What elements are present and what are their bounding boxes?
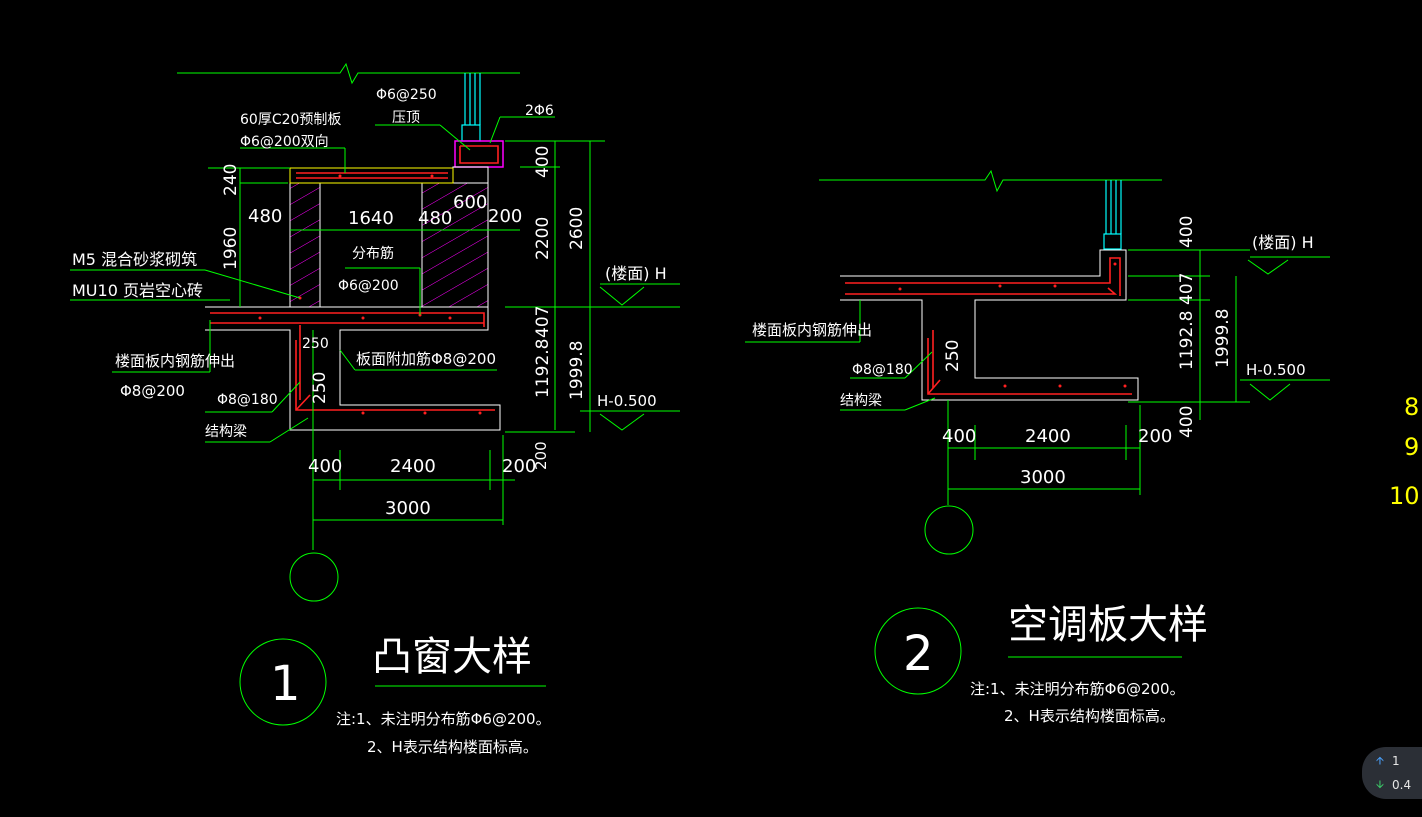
rebars (845, 257, 1132, 395)
label-beam-bar: Φ8@180 (852, 362, 913, 378)
label-masonry-mortar: M5 混合砂浆砌筑 (72, 250, 197, 269)
detail-2-ac-slab: 楼面板内钢筋伸出 Φ8@180 结构梁 (楼面) H H-0.500 400 4… (745, 169, 1330, 725)
masonry-wall-left (289, 182, 321, 308)
dim-240: 240 (221, 164, 241, 196)
detail-number-circle (239, 638, 327, 726)
note-line-2: 2、H表示结构楼面标高。 (367, 738, 538, 756)
dim-400: 400 (533, 146, 553, 178)
dim-480-b: 480 (418, 208, 452, 229)
detail-title: 凸窗大样 (372, 634, 532, 680)
axis-bubble (924, 505, 974, 555)
dim-1192: 1192.8 (533, 339, 553, 398)
dim-400-h: 400 (942, 426, 976, 447)
edge-number-10: 10 (1389, 482, 1420, 510)
download-value: 0.4 (1392, 778, 1412, 792)
label-floor: (楼面) H (1252, 233, 1314, 252)
dim-1192: 1192.8 (1177, 311, 1197, 370)
dim-200-b: 200 (502, 456, 536, 477)
label-struct-beam: 结构梁 (840, 393, 882, 409)
label-floor: (楼面) H (605, 264, 667, 283)
detail-number: 2 (903, 626, 934, 682)
dim-480-a: 480 (248, 206, 282, 227)
label-level: H-0.500 (597, 392, 657, 410)
dim-250-a: 250 (302, 336, 329, 352)
detail-title: 空调板大样 (1008, 602, 1208, 648)
rebars (210, 145, 499, 411)
rebar-dots (258, 174, 482, 415)
dim-1640: 1640 (348, 208, 394, 229)
dim-200-a: 200 (488, 206, 522, 227)
dim-400-b: 400 (1177, 406, 1197, 438)
dim-200: 200 (1138, 426, 1172, 447)
label-beam-bar: Φ8@180 (217, 392, 278, 408)
label-precast-slab: 60厚C20预制板 (240, 112, 341, 128)
label-masonry-brick: MU10 页岩空心砖 (72, 281, 203, 300)
label-top-bars: 2Φ6 (525, 103, 554, 119)
dimension-lines (745, 249, 1330, 505)
precast-slab (289, 167, 454, 184)
label-level: H-0.500 (1246, 361, 1306, 379)
detail-number: 1 (270, 656, 301, 712)
label-precast-rebar: Φ6@200双向 (240, 134, 329, 150)
label-slab-bar-ext: 楼面板内钢筋伸出 (752, 321, 872, 339)
edge-number-8: 8 (1404, 393, 1419, 421)
note-line-2: 2、H表示结构楼面标高。 (1004, 707, 1175, 725)
window-frame (1103, 180, 1122, 250)
break-line (819, 169, 1162, 193)
slab-outline (205, 306, 501, 431)
label-extra-bar: 板面附加筋Φ8@200 (356, 350, 496, 368)
label-struct-beam: 结构梁 (205, 424, 247, 440)
upload-row: 🡩 1 (1362, 751, 1422, 771)
edge-numbers: 8 9 10 (1389, 393, 1420, 510)
dim-1960: 1960 (221, 227, 241, 270)
download-row: 🡫 0.4 (1362, 775, 1422, 795)
dim-600: 600 (453, 192, 487, 213)
network-speed-widget: 🡩 1 🡫 0.4 (1362, 747, 1422, 799)
download-arrow-icon: 🡫 (1376, 778, 1384, 791)
detail-number-circle (874, 607, 962, 695)
dimension-lines (70, 116, 680, 550)
dim-1999: 1999.8 (1213, 309, 1233, 368)
label-top: 压顶 (392, 110, 420, 126)
dim-250: 250 (943, 340, 963, 372)
label-slab-bar-spec: Φ8@200 (120, 382, 185, 400)
upload-arrow-icon: 🡩 (1376, 754, 1384, 767)
dim-407: 407 (1177, 273, 1197, 305)
dim-3000: 3000 (385, 498, 431, 519)
dim-2400: 2400 (1025, 426, 1071, 447)
dim-1999: 1999.8 (567, 341, 587, 400)
note-line-1: 注:1、未注明分布筋Φ6@200。 (970, 680, 1185, 698)
detail-1-bay-window: 60厚C20预制板 Φ6@200双向 Φ6@250 压顶 2Φ6 M5 混合砂浆… (70, 62, 680, 756)
dim-2600: 2600 (567, 207, 587, 250)
dim-407: 407 (533, 306, 553, 338)
dim-200-v: 200 (532, 441, 550, 470)
label-top-rebar: Φ6@250 (376, 87, 437, 103)
dim-250-b: 250 (310, 372, 330, 404)
masonry-wall-right (421, 182, 489, 308)
dim-2200: 2200 (533, 217, 553, 260)
edge-number-9: 9 (1404, 433, 1419, 461)
label-dist-bar-spec: Φ6@200 (338, 278, 399, 294)
dim-3000: 3000 (1020, 467, 1066, 488)
slab-outline (840, 249, 1139, 401)
upload-value: 1 (1392, 754, 1400, 768)
window-frame (461, 73, 481, 142)
axis-bubble (289, 552, 339, 602)
dim-2400: 2400 (390, 456, 436, 477)
break-line (177, 62, 520, 85)
dim-400: 400 (1177, 216, 1197, 248)
note-line-1: 注:1、未注明分布筋Φ6@200。 (336, 710, 551, 728)
dim-400-b: 400 (308, 456, 342, 477)
label-slab-bar-ext: 楼面板内钢筋伸出 (115, 352, 235, 370)
label-dist-bar: 分布筋 (352, 245, 394, 262)
rebar-dots (898, 262, 1127, 388)
